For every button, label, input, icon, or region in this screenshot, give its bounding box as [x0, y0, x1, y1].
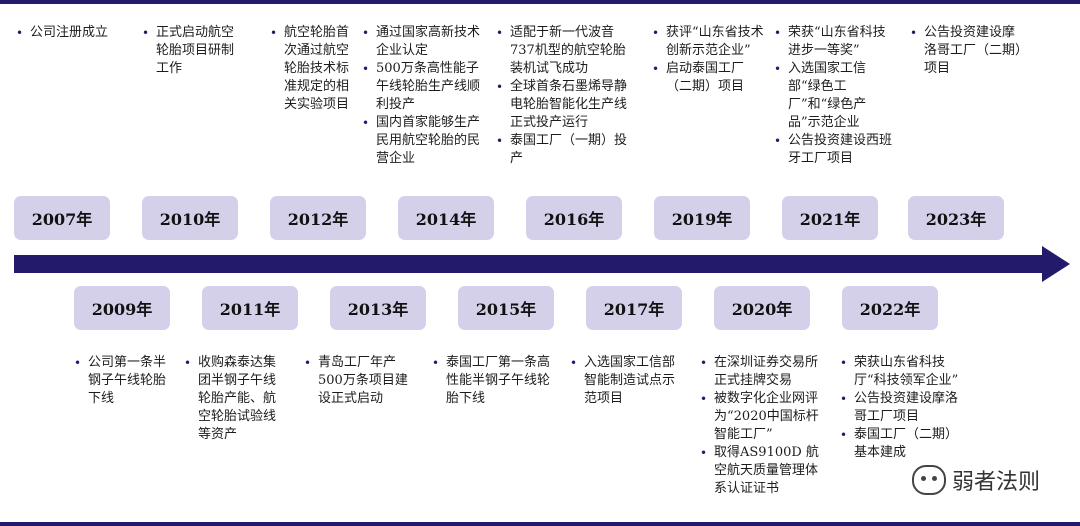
timeline-arrow	[14, 246, 1070, 282]
note-item: 荣获“山东省科技进步一等奖”	[774, 24, 898, 60]
year-box-2015: 2015年	[458, 286, 554, 330]
notes-2022: 荣获山东省科技厅“科技领军企业” 公告投资建设摩洛哥工厂项目 泰国工厂（二期）基…	[840, 354, 966, 462]
note-item: 启动泰国工厂（二期）项目	[652, 60, 764, 96]
note-item: 500万条高性能子午线轮胎生产线顺利投产	[362, 60, 488, 114]
watermark: 弱者法则	[905, 462, 1046, 498]
notes-2016: 适配于新一代波音737机型的航空轮胎装机试飞成功 全球首条石墨烯导静电轮胎智能化…	[496, 24, 638, 168]
note-item: 通过国家高新技术企业认定	[362, 24, 488, 60]
note-item: 入选国家工信部“绿色工厂”和“绿色产品”示范企业	[774, 60, 898, 132]
notes-2023: 公告投资建设摩洛哥工厂（二期）项目	[910, 24, 1024, 78]
notes-2010: 正式启动航空轮胎项目研制工作	[142, 24, 240, 78]
year-box-2014: 2014年	[398, 196, 494, 240]
top-border	[0, 0, 1080, 4]
notes-2012: 航空轮胎首次通过航空轮胎技术标准规定的相关实验项目	[270, 24, 356, 114]
year-box-2011: 2011年	[202, 286, 298, 330]
year-box-2016: 2016年	[526, 196, 622, 240]
notes-2017: 入选国家工信部智能制造试点示范项目	[570, 354, 682, 408]
year-box-2009: 2009年	[74, 286, 170, 330]
year-box-2021: 2021年	[782, 196, 878, 240]
note-item: 荣获山东省科技厅“科技领军企业”	[840, 354, 966, 390]
notes-2011: 收购森泰达集团半钢子午线轮胎产能、航空轮胎试验线等资产	[184, 354, 282, 444]
bottom-border	[0, 522, 1080, 526]
notes-2013: 青岛工厂年产500万条项目建设正式启动	[304, 354, 416, 408]
note-item: 公告投资建设摩洛哥工厂（二期）项目	[910, 24, 1024, 78]
year-box-2020: 2020年	[714, 286, 810, 330]
notes-2020: 在深圳证券交易所正式挂牌交易 被数字化企业网评为“2020中国标杆智能工厂” 取…	[700, 354, 826, 498]
year-box-2022: 2022年	[842, 286, 938, 330]
year-box-2013: 2013年	[330, 286, 426, 330]
notes-2019: 获评“山东省技术创新示范企业” 启动泰国工厂（二期）项目	[652, 24, 764, 96]
note-item: 在深圳证券交易所正式挂牌交易	[700, 354, 826, 390]
note-item: 全球首条石墨烯导静电轮胎智能化生产线正式投产运行	[496, 78, 638, 132]
note-item: 公司第一条半钢子午线轮胎下线	[74, 354, 170, 408]
notes-2014: 通过国家高新技术企业认定 500万条高性能子午线轮胎生产线顺利投产 国内首家能够…	[362, 24, 488, 168]
year-box-2012: 2012年	[270, 196, 366, 240]
timeline-arrowhead	[1042, 246, 1070, 282]
note-item: 适配于新一代波音737机型的航空轮胎装机试飞成功	[496, 24, 638, 78]
note-item: 收购森泰达集团半钢子午线轮胎产能、航空轮胎试验线等资产	[184, 354, 282, 444]
note-item: 航空轮胎首次通过航空轮胎技术标准规定的相关实验项目	[270, 24, 356, 114]
year-box-2007: 2007年	[14, 196, 110, 240]
note-item: 被数字化企业网评为“2020中国标杆智能工厂”	[700, 390, 826, 444]
note-item: 国内首家能够生产民用航空轮胎的民营企业	[362, 114, 488, 168]
wechat-icon	[911, 465, 946, 495]
notes-2021: 荣获“山东省科技进步一等奖” 入选国家工信部“绿色工厂”和“绿色产品”示范企业 …	[774, 24, 898, 168]
year-box-2023: 2023年	[908, 196, 1004, 240]
note-item: 泰国工厂第一条高性能半钢子午线轮胎下线	[432, 354, 558, 408]
note-item: 泰国工厂（二期）基本建成	[840, 426, 966, 462]
note-item: 青岛工厂年产500万条项目建设正式启动	[304, 354, 416, 408]
notes-2009: 公司第一条半钢子午线轮胎下线	[74, 354, 170, 408]
note-item: 取得AS9100D 航空航天质量管理体系认证证书	[700, 444, 826, 498]
note-item: 公告投资建设摩洛哥工厂项目	[840, 390, 966, 426]
notes-2015: 泰国工厂第一条高性能半钢子午线轮胎下线	[432, 354, 558, 408]
note-item: 公告投资建设西班牙工厂项目	[774, 132, 898, 168]
watermark-text: 弱者法则	[951, 470, 1040, 495]
note-item: 泰国工厂（一期）投产	[496, 132, 638, 168]
notes-2007: 公司注册成立	[16, 24, 112, 42]
note-item: 正式启动航空轮胎项目研制工作	[142, 24, 240, 78]
timeline-shaft	[14, 255, 1044, 273]
year-box-2019: 2019年	[654, 196, 750, 240]
note-item: 获评“山东省技术创新示范企业”	[652, 24, 764, 60]
note-item: 入选国家工信部智能制造试点示范项目	[570, 354, 682, 408]
year-box-2010: 2010年	[142, 196, 238, 240]
year-box-2017: 2017年	[586, 286, 682, 330]
note-item: 公司注册成立	[16, 24, 112, 42]
